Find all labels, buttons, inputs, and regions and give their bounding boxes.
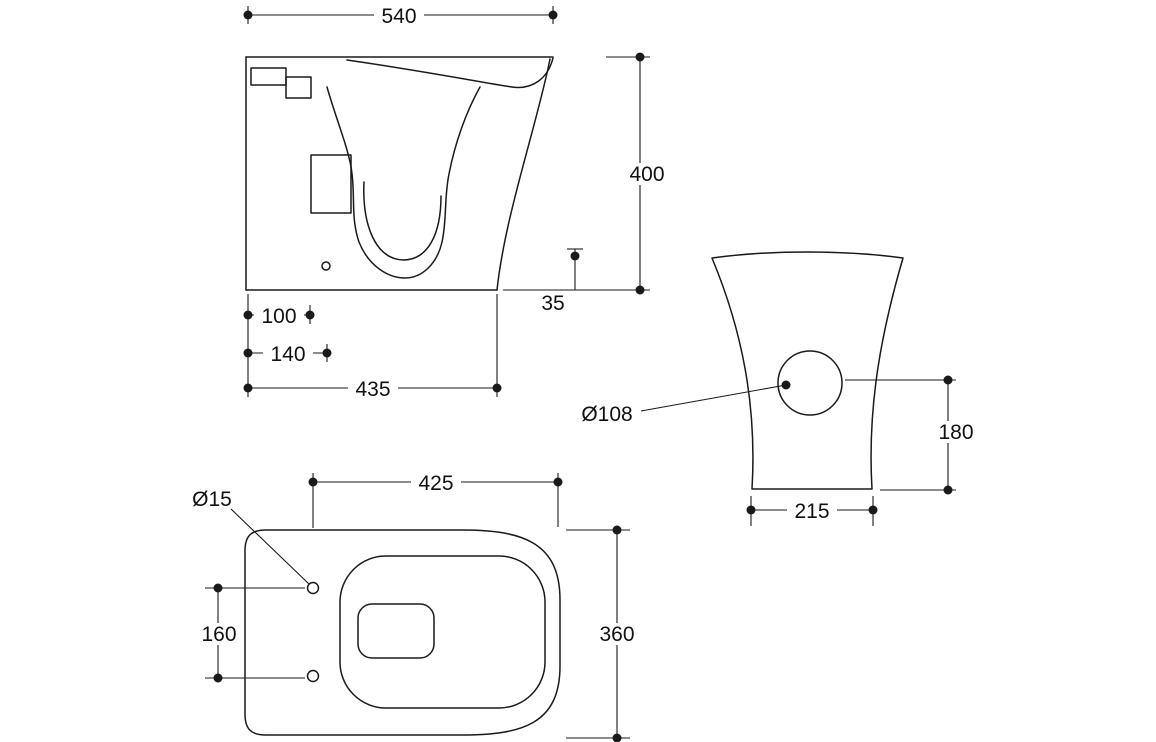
dim-endpoint-dot [548, 10, 558, 20]
dim-425-label: 425 [418, 472, 453, 495]
cistern-bracket-detail-2 [285, 76, 312, 99]
dim-endpoint-dot [868, 505, 878, 515]
dim-endpoint-dot [943, 485, 953, 495]
dim-15-leader [230, 508, 310, 585]
bowl-trap-curve [326, 86, 481, 279]
seat-opening-outline [339, 555, 546, 709]
dim-endpoint-dot [308, 477, 318, 487]
dim-endpoint-dot [243, 310, 253, 320]
dim-400-label-bg [622, 163, 672, 185]
dim-15-label: Ø15 [192, 488, 232, 511]
dim-endpoint-dot [243, 383, 253, 393]
dim-endpoint-dot [746, 505, 756, 515]
dim-540-label: 540 [381, 5, 416, 28]
dim-435-label-bg [348, 377, 398, 399]
dim-108-leader [640, 384, 787, 412]
rear-view [711, 251, 904, 490]
dim-180: 180 [845, 375, 981, 495]
side-right-profile [496, 58, 551, 291]
plan-outline [244, 529, 561, 736]
dim-100-label: 100 [261, 305, 296, 328]
dim-100-label-bg [254, 305, 304, 327]
dim-endpoint-dot [612, 733, 622, 742]
fixing-hole-bottom [306, 669, 320, 683]
dim-endpoint-dot [943, 375, 953, 385]
dim-435-label: 435 [355, 378, 390, 401]
dim-endpoint-dot [570, 251, 580, 261]
dim-360: 360 [566, 525, 642, 742]
dim-35-label: 35 [541, 292, 564, 315]
plan-view [244, 529, 561, 736]
dim-endpoint-dot [213, 583, 223, 593]
dim-140: 140 [243, 343, 332, 366]
dim-hole-108: Ø108 [581, 380, 791, 426]
dim-360-label: 360 [599, 623, 634, 646]
dim-180-label: 180 [938, 421, 973, 444]
dim-540: 540 [243, 5, 558, 28]
dim-endpoint-dot [492, 383, 502, 393]
dim-540-label-bg [374, 5, 424, 27]
dim-425: 425 [308, 472, 563, 528]
dim-140-label: 140 [270, 343, 305, 366]
dim-108-label: Ø108 [581, 403, 632, 426]
bowl-inner-curve [363, 181, 442, 261]
dim-215: 215 [746, 496, 878, 526]
seat-profile [346, 57, 554, 89]
dim-endpoint-dot [635, 285, 645, 295]
outlet-hole [777, 350, 843, 416]
dim-215-label: 215 [794, 500, 829, 523]
dim-400-label: 400 [629, 163, 664, 186]
dim-100: 100 [243, 294, 315, 397]
dim-140-label-bg [263, 343, 313, 365]
dim-160-label-bg [194, 623, 244, 645]
dim-endpoint-dot [612, 525, 622, 535]
dim-hole-15: Ø15 [192, 488, 310, 585]
side-view [245, 56, 554, 291]
dim-400: 400 [503, 52, 672, 295]
dim-435: 435 [243, 294, 502, 401]
dim-endpoint-dot [243, 348, 253, 358]
dim-425-label-bg [411, 472, 461, 494]
dim-35: 35 [541, 248, 583, 315]
flush-inlet-detail [310, 154, 352, 214]
dim-180-label-bg [931, 421, 981, 443]
trap-opening-outline [357, 603, 435, 659]
side-fixing-hole [321, 261, 331, 271]
rear-outline [711, 251, 904, 490]
dim-endpoint-dot [243, 10, 253, 20]
dim-160-label: 160 [201, 623, 236, 646]
dim-360-label-bg [592, 623, 642, 645]
dim-endpoint-dot [213, 673, 223, 683]
dim-endpoint-dot [635, 52, 645, 62]
dim-160: 160 [194, 583, 305, 683]
dim-215-label-bg [787, 500, 837, 522]
fixing-hole-top [306, 581, 320, 595]
leader-endpoint-dot [781, 380, 791, 390]
dim-endpoint-dot [305, 310, 315, 320]
cistern-bracket-detail-1 [250, 67, 287, 86]
dim-endpoint-dot [322, 348, 332, 358]
dim-endpoint-dot [553, 477, 563, 487]
